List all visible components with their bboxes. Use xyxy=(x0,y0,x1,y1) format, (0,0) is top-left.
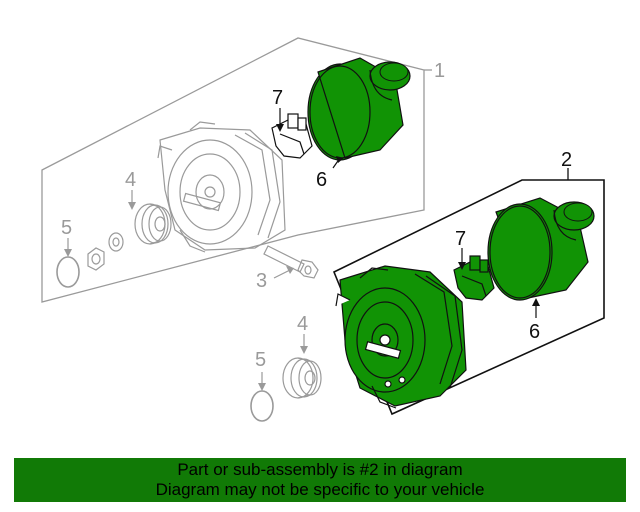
pulley-top xyxy=(134,203,172,245)
pulley-bottom xyxy=(282,357,322,399)
regulator-top xyxy=(271,113,313,159)
washer-nut-top xyxy=(87,232,124,271)
alternator-green xyxy=(335,265,467,409)
cover-bottom xyxy=(487,197,595,301)
assembly-1-frame xyxy=(41,37,425,303)
assembly-1: 1 xyxy=(41,37,445,303)
ring-top xyxy=(56,256,80,288)
alternator-gray xyxy=(157,121,286,253)
callout-4-bottom: 4 xyxy=(297,313,308,335)
assembly-2: 2 7 xyxy=(332,149,605,416)
callout-5-top: 5 xyxy=(61,217,72,239)
cover-top xyxy=(307,57,411,161)
callout-4-top: 4 xyxy=(125,169,136,191)
callout-2: 2 xyxy=(561,149,572,171)
banner-line-2: Diagram may not be specific to your vehi… xyxy=(155,480,485,499)
banner-line-1: Part or sub-assembly is #2 in diagram xyxy=(177,460,463,479)
callout-6-top: 6 xyxy=(316,169,327,191)
callout-5-bottom: 5 xyxy=(255,349,266,371)
callout-7-bottom: 7 xyxy=(455,228,466,250)
bolt xyxy=(263,245,319,279)
ring-bottom xyxy=(250,390,274,422)
regulator-bottom xyxy=(453,255,495,301)
callout-3: 3 xyxy=(256,270,267,292)
callout-6-bottom: 6 xyxy=(529,321,540,343)
callout-1: 1 xyxy=(434,60,445,82)
info-banner: Part or sub-assembly is #2 in diagram Di… xyxy=(14,458,626,502)
callout-7-top: 7 xyxy=(272,87,283,109)
